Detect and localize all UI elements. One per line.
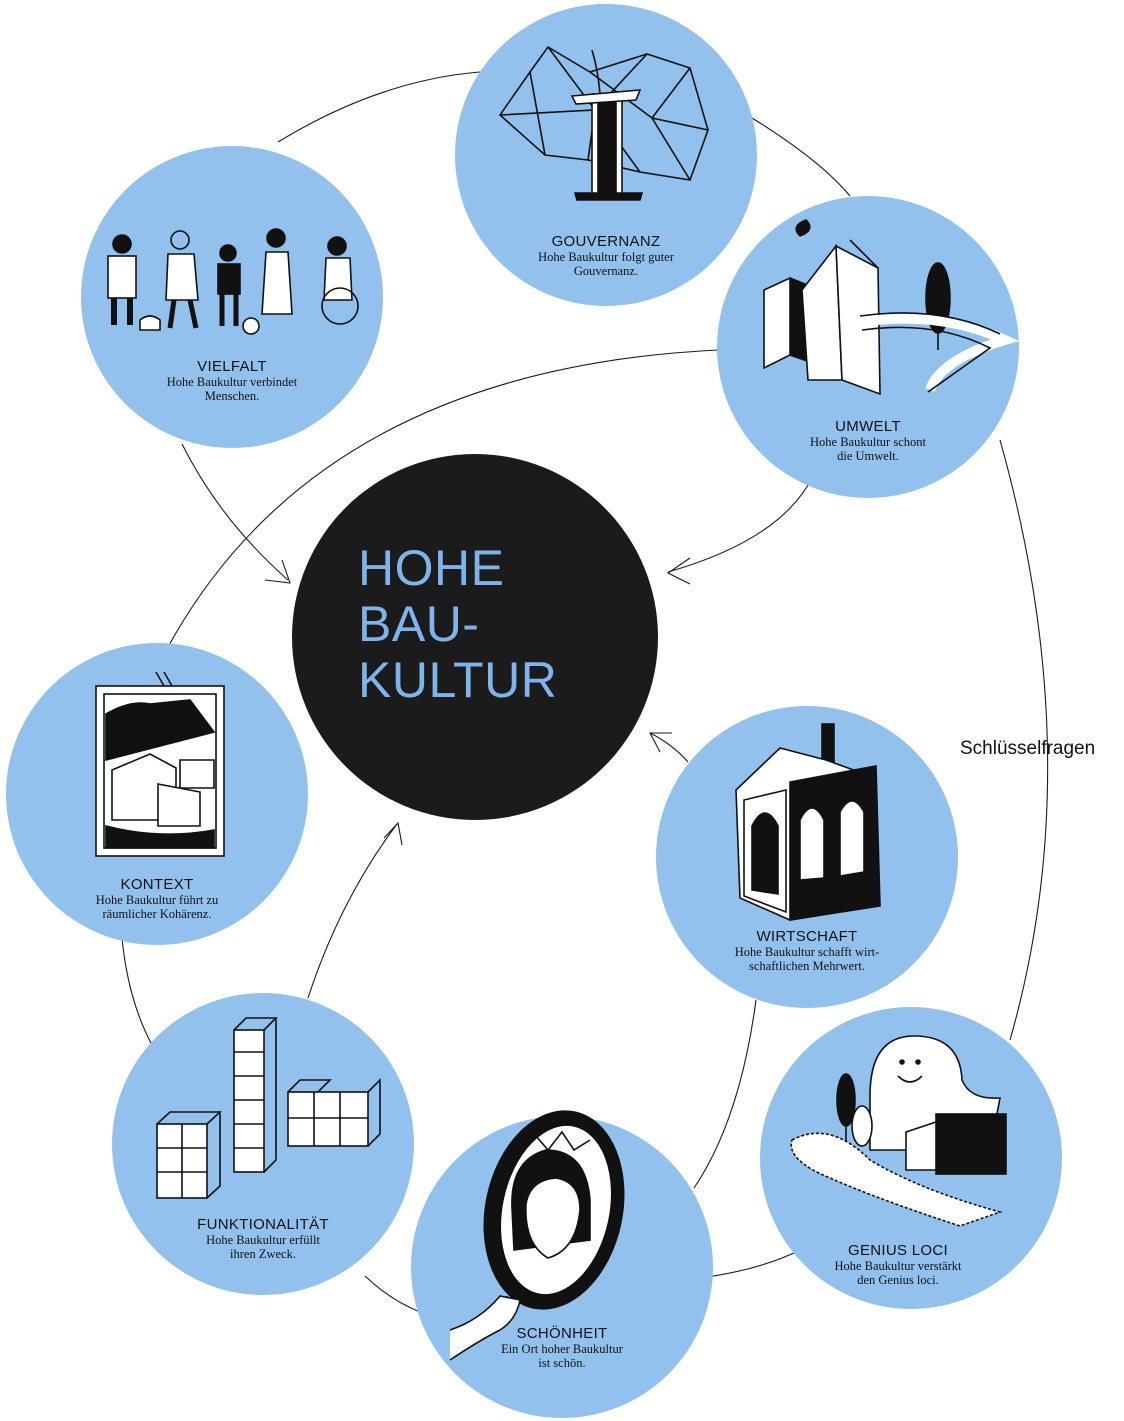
factory-illustration xyxy=(735,723,881,921)
arc-gouvernanz-umwelt xyxy=(751,117,851,197)
node-description: die Umwelt. xyxy=(837,449,899,463)
node-description: Hohe Baukultur folgt guter xyxy=(538,250,674,264)
node-description: Menschen. xyxy=(204,389,260,403)
caption-vielfalt: VIELFALT Hohe Baukultur verbindet Mensch… xyxy=(132,358,332,403)
node-title: FUNKTIONALITÄT xyxy=(197,1216,329,1233)
arrowhead-wirtschaft xyxy=(649,732,672,753)
caption-umwelt: UMWELT Hohe Baukultur schont die Umwelt. xyxy=(768,418,968,463)
arrowhead-vielfalt xyxy=(264,559,291,584)
caption-kontext: KONTEXT Hohe Baukultur führt zu räumlich… xyxy=(57,876,257,921)
arc-kontext-umwelt xyxy=(159,349,719,663)
arc-schoenheit-funktion xyxy=(364,1275,421,1313)
node-description: Gouvernanz. xyxy=(573,264,639,278)
caption-schoenheit: SCHÖNHEIT Ein Ort hoher Baukultur ist sc… xyxy=(462,1325,662,1370)
arrowhead-funktion xyxy=(383,821,403,846)
caption-gouvernanz: GOUVERNANZ Hohe Baukultur folgt guter Go… xyxy=(506,233,706,278)
node-title: WIRTSCHAFT xyxy=(756,928,858,945)
node-description: räumlicher Kohärenz. xyxy=(102,907,212,921)
hand-mirror-illustration xyxy=(449,1110,625,1361)
node-description: Hohe Baukultur schafft wirt- xyxy=(734,945,880,959)
node-title: GOUVERNANZ xyxy=(551,233,661,250)
caption-genius-loci: GENIUS LOCI Hohe Baukultur verstärkt den… xyxy=(798,1242,998,1287)
caption-funktionalitaet: FUNKTIONALITÄT Hohe Baukultur erfüllt ih… xyxy=(163,1216,363,1261)
center-title-line: BAU- xyxy=(358,596,480,652)
node-description: Hohe Baukultur führt zu xyxy=(95,893,219,907)
center-title-line: HOHE xyxy=(358,540,505,596)
node-title: VIELFALT xyxy=(197,358,267,375)
node-title: KONTEXT xyxy=(120,876,194,893)
arrow-umwelt xyxy=(667,477,813,573)
node-description: ihren Zweck. xyxy=(230,1247,296,1261)
center-title-line: KULTUR xyxy=(358,652,558,708)
node-title: UMWELT xyxy=(835,418,901,435)
ghost-landscape-illustration xyxy=(790,1035,1007,1227)
schluesselfragen-label: Schlüsselfragen xyxy=(960,738,1096,759)
node-description: Hohe Baukultur verbindet xyxy=(166,375,298,389)
node-title: SCHÖNHEIT xyxy=(516,1325,608,1342)
stacked-cubes-illustration xyxy=(156,1017,381,1199)
arrow-vielfalt xyxy=(181,443,289,581)
node-description: Hohe Baukultur verstärkt xyxy=(834,1259,962,1273)
arc-vielfalt-gouvernanz xyxy=(277,71,481,143)
buildings-nature-illustration xyxy=(763,219,1019,396)
network-lectern-illustration xyxy=(498,45,709,201)
node-description: schaftlichen Mehrwert. xyxy=(749,959,865,973)
caption-wirtschaft: WIRTSCHAFT Hohe Baukultur schafft wirt- … xyxy=(707,928,907,973)
node-description: Hohe Baukultur schont xyxy=(810,435,926,449)
node-description: ist schön. xyxy=(538,1356,586,1370)
center-title: HOHE BAU- KULTUR xyxy=(358,540,557,708)
arrow-wirtschaft xyxy=(649,732,689,763)
arc-wirtschaft-schoenheit xyxy=(693,999,757,1189)
arc-funktion-kontext xyxy=(121,937,153,1046)
arrowhead-umwelt xyxy=(666,557,691,585)
arc-schluesselfragen xyxy=(999,439,1049,1041)
node-title: GENIUS LOCI xyxy=(848,1242,948,1259)
node-description: den Genius loci. xyxy=(857,1273,939,1287)
node-description: Ein Ort hoher Baukultur xyxy=(501,1342,623,1356)
node-description: Hohe Baukultur erfüllt xyxy=(206,1233,320,1247)
arrow-funktion xyxy=(307,823,398,999)
people-illustration xyxy=(107,228,359,335)
framed-landscape-illustration xyxy=(95,671,225,857)
center-circle xyxy=(292,454,658,820)
